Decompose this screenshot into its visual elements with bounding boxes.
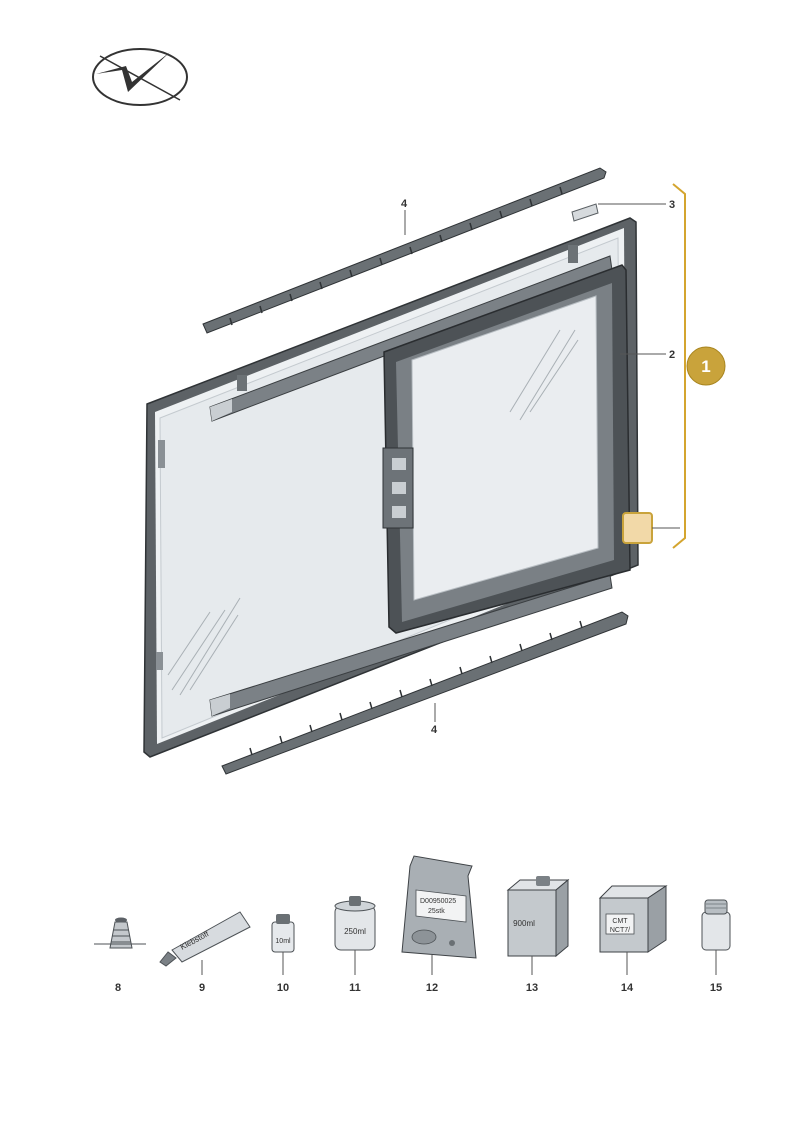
product-10-bottle: 10ml: [271, 914, 295, 953]
bottom-seal-strip: [221, 611, 629, 775]
product-14-label-line1: CMT: [612, 918, 628, 925]
product-9-glue-tube: Klebstoff: [159, 911, 251, 967]
callout-clip: 3: [669, 199, 675, 211]
product-12-bag: D00950025 25stk: [401, 855, 477, 959]
assembly-bracket: [672, 183, 686, 549]
assembly-badge-label: 1: [701, 357, 710, 376]
product-8-number: 8: [115, 982, 121, 994]
product-10-label: 10ml: [275, 938, 291, 945]
product-15-number: 15: [710, 982, 722, 994]
product-11-label: 250ml: [344, 927, 366, 936]
product-13-number: 13: [526, 982, 538, 994]
assembly-badge: 1: [686, 346, 726, 386]
callout-leaders: [404, 203, 680, 722]
product-8-nozzle: [94, 917, 146, 949]
sliding-window: [382, 264, 631, 634]
product-12-number: 12: [426, 982, 438, 994]
product-15-jar: [701, 899, 731, 951]
product-14-label-line2: NCT7/: [610, 927, 630, 934]
callout-sliding-window: 2: [669, 349, 675, 361]
product-12-label-line2: 25stk: [428, 908, 445, 915]
product-10-number: 10: [277, 982, 289, 994]
bottom-rail: [209, 574, 613, 717]
clip-part: [571, 203, 599, 222]
product-11-can: 250ml: [334, 896, 376, 951]
checkmark-logo: [92, 48, 188, 106]
product-14-box: CMT NCT7/: [598, 885, 668, 953]
product-9-number: 9: [199, 982, 205, 994]
highlighted-part: [622, 512, 653, 544]
product-13-label: 900ml: [513, 919, 535, 928]
window-assembly: [143, 167, 653, 775]
product-12-label-line1: D00950025: [420, 898, 456, 905]
glass-glare: [167, 597, 241, 696]
callout-seal-strip-top: 4: [401, 198, 408, 210]
callout-seal-strip-bottom: 4: [431, 724, 438, 736]
product-13-canister: 900ml: [506, 876, 570, 958]
product-14-number: 14: [621, 982, 634, 994]
top-seal-strip: [202, 167, 607, 334]
product-11-number: 11: [349, 982, 361, 994]
